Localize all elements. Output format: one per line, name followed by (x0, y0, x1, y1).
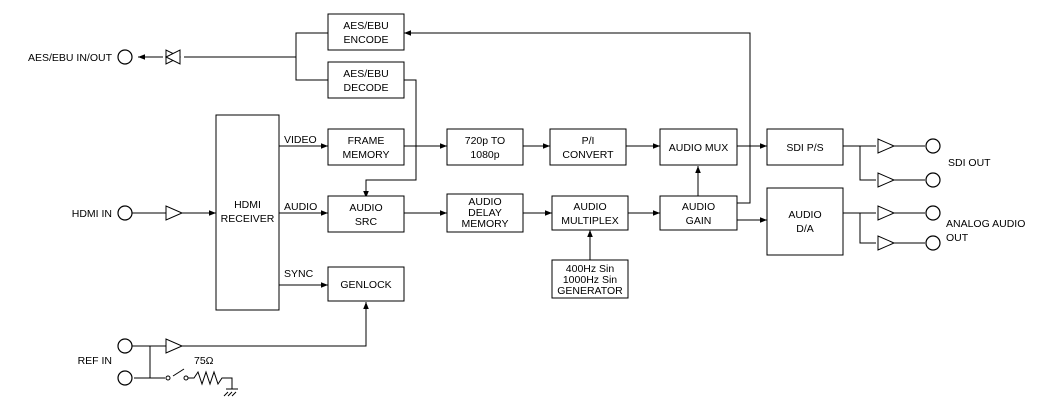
aes-io-jack (117, 49, 133, 65)
audio-src-line-1: AUDIO (349, 202, 382, 214)
amplifiers (164, 49, 896, 354)
audio-delay-line-2: DELAY (468, 207, 502, 219)
audio-src-line-2: SRC (355, 216, 378, 228)
pi-convert-line-2: CONVERT (562, 149, 614, 161)
audio-mux-label: AUDIO MUX (669, 142, 729, 154)
sdi-out-jack-1 (925, 138, 941, 154)
analog-out-jack-1 (925, 205, 941, 221)
aes-decode-line-1: AES/EBU (343, 68, 389, 80)
analog-out-amp-2 (877, 235, 896, 251)
conv-720p-line-1: 720p TO (465, 135, 505, 147)
block-audio-multiplex: AUDIO MULTIPLEX (551, 195, 629, 231)
audio-gain-line-1: AUDIO (682, 201, 715, 213)
audio-da-line-1: AUDIO (788, 209, 821, 221)
block-audio-delay-memory: AUDIO DELAY MEMORY (446, 193, 524, 233)
analog-out-port-label-2: OUT (946, 232, 969, 244)
frame-memory-line-1: FRAME (348, 135, 385, 147)
sdi-out-jack-2 (925, 172, 941, 188)
aes-encode-line-2: ENCODE (344, 34, 389, 46)
audio-multiplex-line-1: AUDIO (573, 201, 606, 213)
ref-in-amp (165, 338, 184, 354)
block-genlock: GENLOCK (327, 266, 405, 302)
audio-delay-line-3: MEMORY (461, 218, 508, 230)
termination-label: 75Ω (194, 355, 214, 367)
audio-delay-line-1: AUDIO (468, 196, 501, 208)
sdi-ps-label: SDI P/S (786, 142, 823, 154)
aes-encode-line-1: AES/EBU (343, 20, 389, 32)
block-sin-generator: 400Hz Sin 1000Hz Sin GENERATOR (551, 259, 629, 299)
hdmi-in-amp (165, 205, 184, 221)
sdi-out-port-label: SDI OUT (948, 157, 991, 169)
video-signal-label: VIDEO (284, 134, 317, 146)
block-frame-memory: FRAME MEMORY (327, 128, 405, 166)
conv-720p-line-2: 1080p (470, 149, 499, 161)
connectors (117, 49, 941, 386)
block-sdi-ps: SDI P/S (766, 128, 844, 166)
block-aes-decode: AES/EBU DECODE (327, 61, 405, 99)
aes-io-port-label: AES/EBU IN/OUT (28, 52, 113, 64)
block-aes-encode: AES/EBU ENCODE (327, 13, 405, 51)
audio-da-line-2: D/A (796, 223, 814, 235)
hdmi-receiver-line-1: HDMI (234, 199, 261, 211)
hdmi-in-port-label: HDMI IN (72, 208, 112, 220)
sync-signal-label: SYNC (284, 268, 314, 280)
pi-convert-line-1: P/I (582, 135, 595, 147)
sdi-out-amp-2 (877, 172, 896, 188)
sin-generator-line-3: GENERATOR (557, 285, 623, 297)
block-audio-src: AUDIO SRC (327, 195, 405, 233)
analog-out-amp-1 (877, 205, 896, 221)
signal-wires (132, 30, 925, 397)
block-audio-gain: AUDIO GAIN (659, 195, 738, 231)
block-audio-mux: AUDIO MUX (659, 128, 738, 166)
sdi-out-amp-1 (877, 138, 896, 154)
genlock-label: GENLOCK (340, 279, 391, 291)
sin-generator-line-1: 400Hz Sin (566, 263, 615, 275)
hdmi-in-jack (117, 205, 133, 221)
ref-in-jack-2 (117, 370, 133, 386)
audio-multiplex-line-2: MULTIPLEX (561, 215, 619, 227)
audio-gain-line-2: GAIN (686, 215, 712, 227)
hdmi-receiver-line-2: RECEIVER (221, 213, 275, 225)
frame-memory-line-2: MEMORY (342, 149, 389, 161)
ref-in-jack-1 (117, 338, 133, 354)
audio-signal-label: AUDIO (284, 201, 317, 213)
analog-out-jack-2 (925, 235, 941, 251)
block-hdmi-receiver: HDMI RECEIVER (215, 114, 280, 311)
aes-decode-line-2: DECODE (344, 82, 389, 94)
block-pi-convert: P/I CONVERT (549, 128, 627, 166)
sin-generator-line-2: 1000Hz Sin (563, 274, 617, 286)
analog-out-port-label-1: ANALOG AUDIO (946, 218, 1025, 230)
ref-in-port-label: REF IN (78, 355, 112, 367)
block-720p-to-1080p: 720p TO 1080p (446, 128, 524, 166)
block-audio-da: AUDIO D/A (766, 187, 844, 256)
